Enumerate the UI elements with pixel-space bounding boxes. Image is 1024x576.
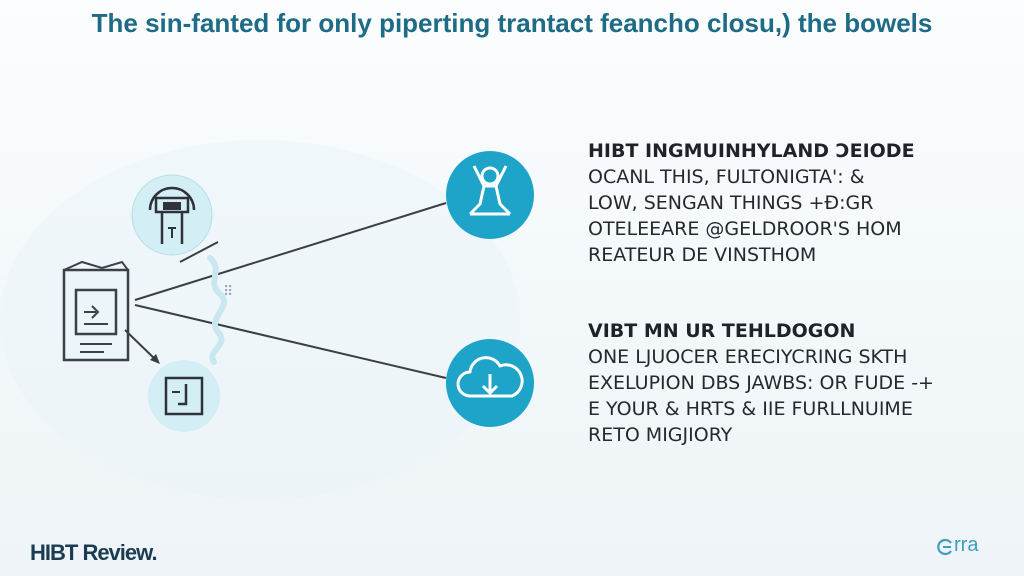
person-icon xyxy=(446,151,534,239)
dashed-squiggle xyxy=(207,255,227,365)
info-block-1-heading: HIBT INGMUINHYLAND ƆEIODE xyxy=(588,140,915,162)
hibt-review-logo: HIBT Review. xyxy=(30,540,158,565)
info-block-2-line-1: ONE LJUOCER ERECIYCRING SKTH xyxy=(588,346,908,368)
info-block-1-line-1: OCANL THIS, FULTONIGTA': & xyxy=(588,166,865,188)
info-block-2-heading: VIBT MN UR TEHLDOGON xyxy=(588,320,856,342)
info-block-2-line-4: RETO MIGJIORY xyxy=(588,424,733,446)
info-block-1-line-3: OTELEEARE @GELDROOR'S HOM xyxy=(588,218,902,240)
frame-icon xyxy=(148,360,220,432)
brand-logo-right: rra xyxy=(936,532,1000,566)
info-block-2-line-2: EXELUPION DBS JAWBS: OR FUDE -+ xyxy=(588,372,934,394)
info-block-2-line-3: E YOUR & HRTS & IIE FURLLNUIME xyxy=(588,398,913,420)
diagram-title: The sin-fanted for only piperting tranta… xyxy=(91,8,933,38)
brand-logo-word: rra xyxy=(954,534,979,556)
document-icon xyxy=(62,260,130,362)
connector-lines xyxy=(134,202,447,379)
info-block-1-line-4: REATEUR DE VINSTHOM xyxy=(588,244,817,266)
info-block-1-line-2: LOW, SENGAN THINGS +Ð:GR xyxy=(588,192,874,214)
bridge-lock-icon xyxy=(131,174,213,256)
svg-text:⠿: ⠿ xyxy=(223,284,233,300)
brand-mark-icon xyxy=(937,538,952,556)
info-block-1: HIBT INGMUINHYLAND ƆEIODE OCANL THIS, FU… xyxy=(588,138,915,268)
cloud-download-icon xyxy=(446,339,534,427)
info-block-2: VIBT MN UR TEHLDOGON ONE LJUOCER ERECIYC… xyxy=(588,318,934,448)
